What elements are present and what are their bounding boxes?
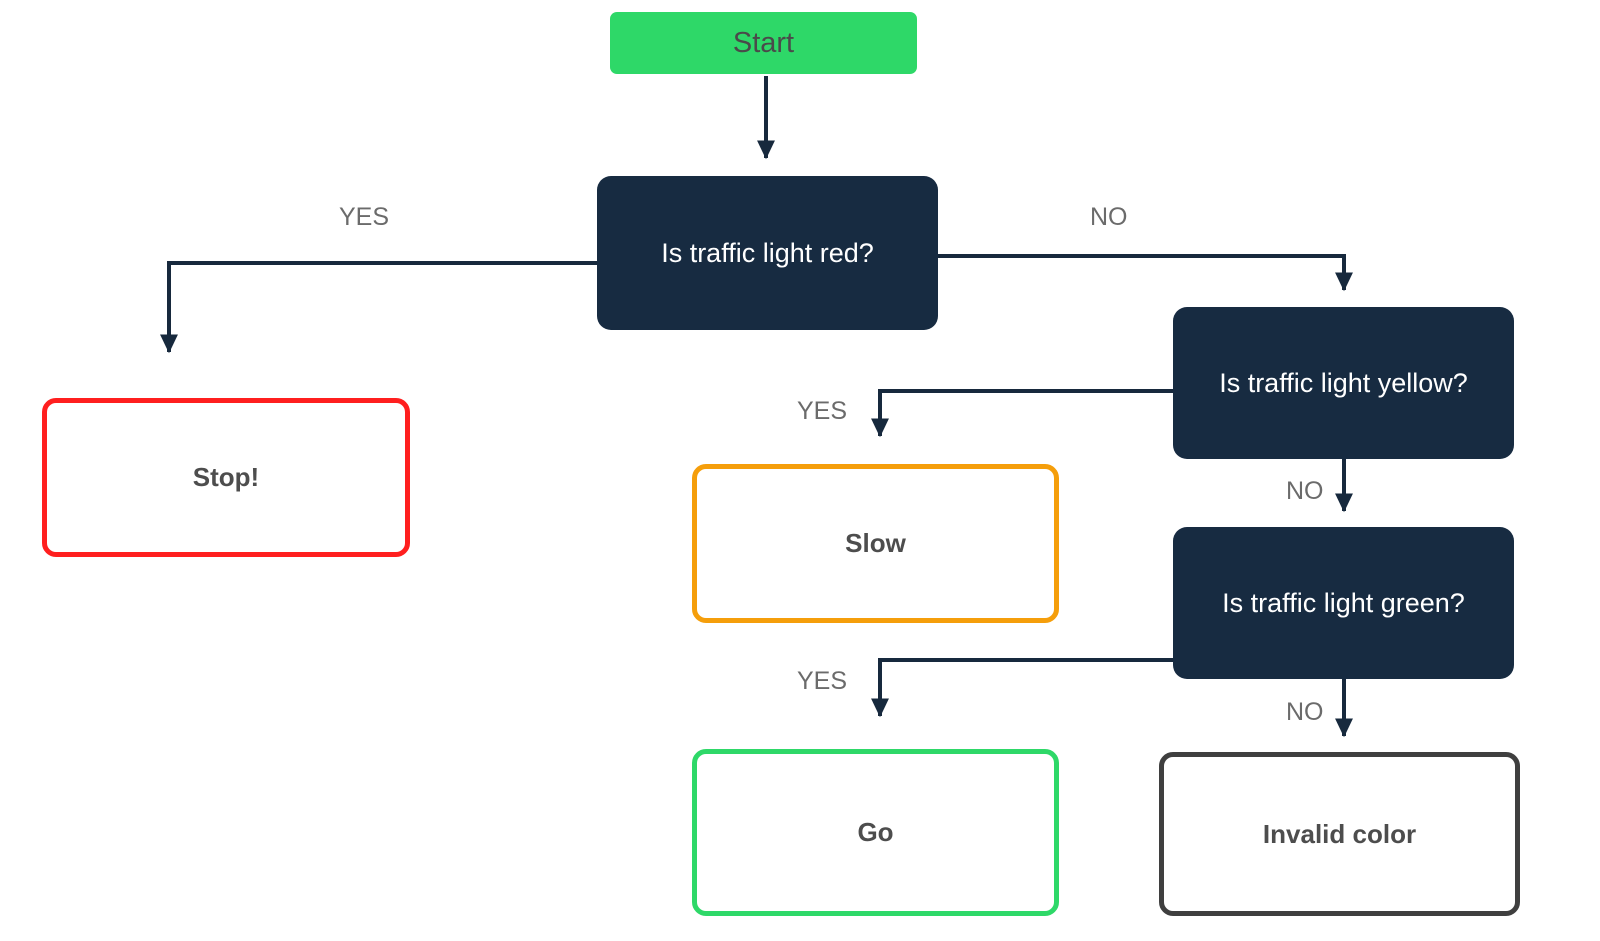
terminal-go[interactable]: Go bbox=[692, 749, 1059, 916]
edge-is-green-yes-to-go bbox=[871, 658, 1173, 718]
terminal-slow[interactable]: Slow bbox=[692, 464, 1059, 623]
decision-is-red[interactable]: Is traffic light red? bbox=[597, 176, 938, 330]
decision-is-yellow-label: Is traffic light yellow? bbox=[1219, 367, 1468, 398]
decision-is-green[interactable]: Is traffic light green? bbox=[1173, 527, 1514, 679]
terminal-slow-label: Slow bbox=[845, 528, 906, 558]
terminal-invalid-color[interactable]: Invalid color bbox=[1159, 752, 1520, 916]
edge-is-yellow-yes-to-slow bbox=[871, 389, 1173, 438]
start-node[interactable]: Start bbox=[610, 12, 917, 74]
edge-label-no-6: NO bbox=[1286, 698, 1324, 726]
edge-label-yes-3: YES bbox=[797, 397, 848, 425]
edge-label-yes-5: YES bbox=[797, 667, 848, 695]
terminal-go-label: Go bbox=[857, 817, 894, 847]
start-node-label: Start bbox=[732, 26, 795, 59]
edge-label-no-2: NO bbox=[1090, 203, 1128, 231]
edge-label-no-4: NO bbox=[1286, 477, 1324, 505]
decision-is-yellow[interactable]: Is traffic light yellow? bbox=[1173, 307, 1514, 459]
terminal-stop[interactable]: Stop! bbox=[42, 398, 410, 557]
decision-is-green-label: Is traffic light green? bbox=[1222, 587, 1465, 618]
edge-is-red-yes-to-stop bbox=[160, 261, 597, 354]
edge-is-red-no-to-is-yellow bbox=[938, 254, 1353, 292]
terminal-invalid-color-label: Invalid color bbox=[1262, 818, 1417, 849]
decision-is-red-label: Is traffic light red? bbox=[661, 237, 874, 268]
terminal-stop-label: Stop! bbox=[192, 462, 260, 492]
edge-label-yes-1: YES bbox=[339, 203, 390, 231]
